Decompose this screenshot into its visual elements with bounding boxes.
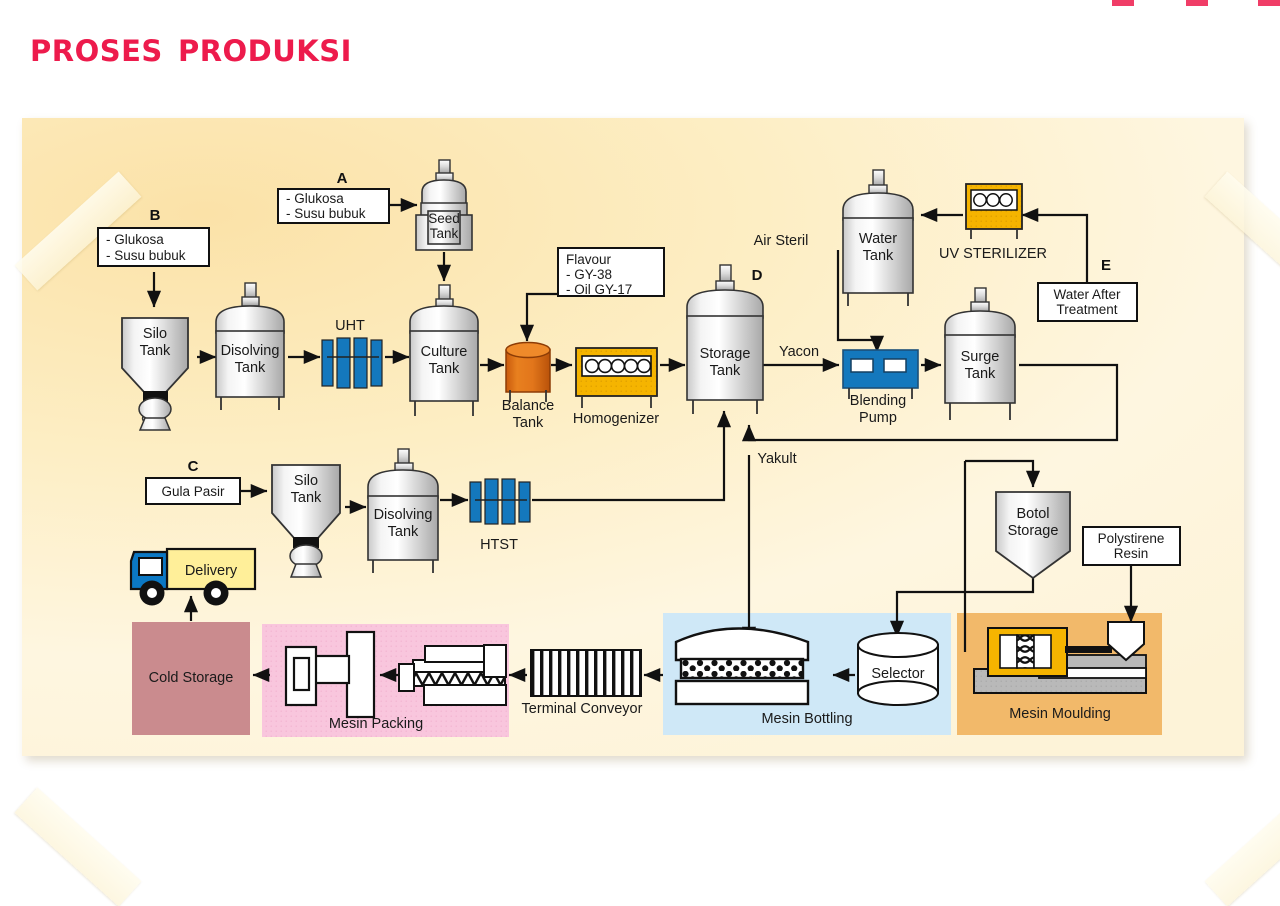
silo-c-label-2: Tank: [291, 490, 322, 506]
storage-label-2: Tank: [710, 363, 741, 379]
equipment-homogenizer: Homogenizer: [573, 347, 659, 427]
machine-mesin-packing: [284, 630, 507, 719]
stream-air-steril: Air Steril: [754, 233, 809, 249]
flow-watertank-to-blending: [836, 250, 885, 353]
equipment-htst: HTST: [469, 478, 531, 553]
box-e-line-1: Water After: [1053, 287, 1121, 302]
storage-label-1: Storage: [700, 346, 751, 362]
disolving-c-label-1: Disolving: [374, 507, 433, 523]
production-process-diagram: Mesin Bottling Mesin Moulding Mesin Pack…: [97, 159, 1181, 737]
flow-htst-to-storage: [532, 410, 732, 502]
uv-sterilizer-label: UV STERILIZER: [939, 246, 1047, 262]
equipment-terminal-conveyor: Terminal Conveyor: [522, 649, 643, 717]
flow-flavour-to-balance: [519, 292, 560, 342]
water-tank-label-2: Tank: [863, 248, 894, 264]
marker-e: E: [1101, 257, 1111, 274]
marker-a: A: [337, 170, 348, 187]
equipment-culture-tank: Culture Tank: [409, 284, 479, 416]
equipment-seed-tank: Seed Tank: [415, 159, 473, 251]
mesin-bottling-label: Mesin Bottling: [761, 711, 852, 727]
disolving-b-label-2: Tank: [235, 360, 266, 376]
marker-d: D: [752, 267, 763, 284]
tape-bottom-left: [14, 787, 142, 906]
balance-label-2: Tank: [513, 415, 544, 431]
selector-label: Selector: [871, 666, 924, 682]
surge-label-2: Tank: [965, 366, 996, 382]
culture-label-2: Tank: [429, 361, 460, 377]
flow-e-to-uv: [1021, 207, 1089, 285]
flow-rail-to-botol: [965, 459, 1041, 488]
seed-tank-label-2: Tank: [430, 226, 459, 241]
culture-label-1: Culture: [421, 344, 468, 360]
equipment-botol-storage: Botol Storage: [995, 491, 1071, 580]
equipment-disolving-tank-c: Disolving Tank: [367, 448, 439, 573]
equipment-blending-pump: Blending Pump: [842, 349, 919, 426]
box-flavour-line-2: - GY-38: [566, 267, 612, 282]
ingredient-box-e: E Water After Treatment: [1037, 257, 1138, 322]
ingredient-box-b: B - Glukosa - Susu bubuk: [97, 207, 210, 267]
uht-label: UHT: [335, 318, 365, 334]
box-resin-line-2: Resin: [1114, 546, 1149, 561]
silo-c-label-1: Silo: [294, 473, 318, 489]
mesin-moulding-label: Mesin Moulding: [1009, 706, 1111, 722]
box-b-line-1: - Glukosa: [106, 232, 164, 247]
equipment-silo-tank-c: Silo Tank: [271, 464, 341, 578]
box-flavour-line-3: - Oil GY-17: [566, 282, 632, 297]
silo-b-label-2: Tank: [140, 343, 171, 359]
balance-label-1: Balance: [502, 398, 554, 414]
equipment-selector: Selector: [857, 632, 939, 706]
box-a-line-2: - Susu bubuk: [286, 206, 366, 221]
seed-tank-label-1: Seed: [428, 211, 460, 226]
silo-b-label-1: Silo: [143, 326, 167, 342]
machine-mesin-moulding: [973, 621, 1147, 694]
disolving-c-label-2: Tank: [388, 524, 419, 540]
marker-c: C: [188, 458, 199, 475]
equipment-surge-tank: Surge Tank: [944, 287, 1016, 420]
box-c-line-1: Gula Pasir: [161, 484, 225, 499]
tape-bottom-right: [1204, 787, 1280, 906]
box-resin-line-1: Polystirene: [1098, 531, 1165, 546]
htst-label: HTST: [480, 537, 518, 553]
equipment-balance-tank: Balance Tank: [502, 341, 554, 431]
blending-pump-label-2: Pump: [859, 410, 897, 426]
blending-pump-label-1: Blending: [850, 393, 906, 409]
water-tank-label-1: Water: [859, 231, 897, 247]
marker-b: B: [150, 207, 161, 224]
equipment-delivery-truck: Delivery: [129, 547, 257, 606]
delivery-label: Delivery: [185, 563, 238, 579]
equipment-storage-tank: Storage Tank: [686, 264, 764, 414]
equipment-uht: UHT: [321, 318, 383, 389]
top-decoration-marks: [1110, 0, 1280, 10]
flow-surge-return: [741, 363, 1119, 442]
machine-mesin-bottling: [674, 627, 810, 706]
box-e-line-2: Treatment: [1056, 302, 1117, 317]
ingredient-box-c: C Gula Pasir: [145, 458, 241, 505]
ingredient-box-flavour: Flavour - GY-38 - Oil GY-17: [557, 247, 665, 297]
stream-yacon: Yacon: [779, 344, 819, 360]
stream-yakult: Yakult: [757, 451, 796, 467]
zone-cold-storage: Cold Storage: [132, 622, 250, 735]
equipment-disolving-tank-b: Disolving Tank: [215, 282, 285, 410]
page-title: Proses Produksi: [30, 22, 352, 71]
screenshot-root: Proses Produksi: [14, 0, 1280, 906]
box-flavour-line-1: Flavour: [566, 252, 612, 267]
homogenizer-label: Homogenizer: [573, 411, 659, 427]
botol-label-1: Botol: [1016, 506, 1049, 522]
surge-label-1: Surge: [961, 349, 1000, 365]
cold-storage-label: Cold Storage: [149, 670, 234, 686]
ingredient-box-a: A - Glukosa - Susu bubuk: [277, 170, 390, 224]
equipment-silo-tank-b: Silo Tank: [121, 317, 189, 431]
mesin-packing-label: Mesin Packing: [329, 716, 423, 732]
equipment-uv-sterilizer: UV STERILIZER: [939, 183, 1047, 262]
disolving-b-label-1: Disolving: [221, 343, 280, 359]
terminal-conveyor-label: Terminal Conveyor: [522, 701, 643, 717]
box-b-line-2: - Susu bubuk: [106, 248, 186, 263]
botol-label-2: Storage: [1008, 523, 1059, 539]
equipment-water-tank: Water Tank: [842, 169, 914, 306]
box-a-line-1: - Glukosa: [286, 191, 344, 206]
ingredient-box-resin: Polystirene Resin: [1082, 526, 1181, 566]
